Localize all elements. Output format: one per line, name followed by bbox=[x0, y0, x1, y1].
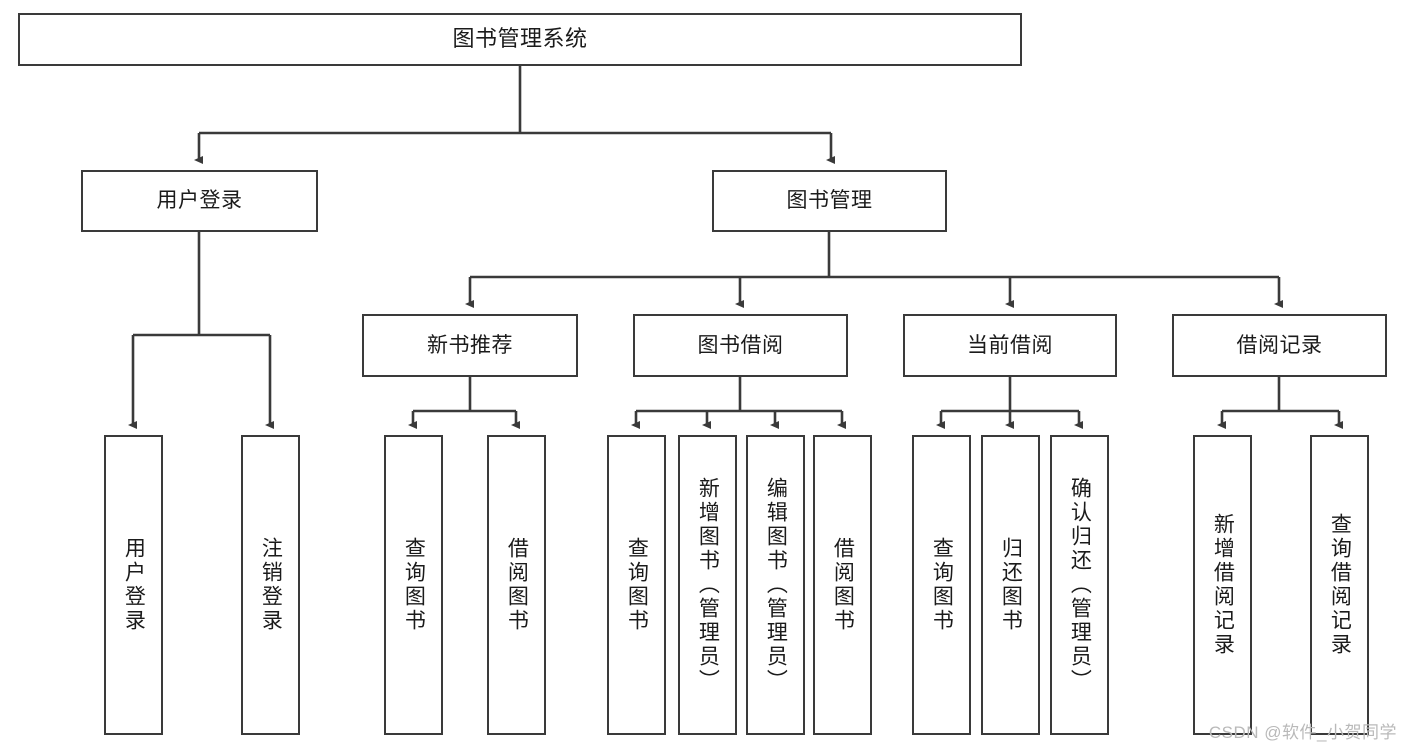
node-book-management[interactable]: 图书管理 bbox=[712, 170, 947, 232]
node-label: 新增借阅记录 bbox=[1211, 513, 1235, 657]
node-label: 借阅记录 bbox=[1236, 333, 1323, 357]
node-user-login[interactable]: 用户登录 bbox=[81, 170, 318, 232]
leaf-new-book-borrow[interactable]: 借阅图书 bbox=[487, 435, 546, 735]
leaf-current-borrow-confirm-return[interactable]: 确认归还（管理员） bbox=[1050, 435, 1109, 735]
csdn-watermark: CSDN @软件_小贺同学 bbox=[1208, 723, 1397, 742]
node-label: 归还图书 bbox=[999, 537, 1023, 633]
leaf-book-borrow-edit[interactable]: 编辑图书（管理员） bbox=[746, 435, 805, 735]
leaf-borrow-record-add[interactable]: 新增借阅记录 bbox=[1193, 435, 1252, 735]
node-label: 当前借阅 bbox=[967, 333, 1053, 357]
leaf-book-borrow-add[interactable]: 新增图书（管理员） bbox=[678, 435, 737, 735]
node-label: 借阅图书 bbox=[831, 537, 855, 633]
leaf-current-borrow-query[interactable]: 查询图书 bbox=[912, 435, 971, 735]
node-label: 查询图书 bbox=[930, 537, 954, 633]
node-label: 新书推荐 bbox=[427, 333, 513, 357]
node-label: 图书管理系统 bbox=[452, 26, 588, 52]
leaf-user-login-login[interactable]: 用户登录 bbox=[104, 435, 163, 735]
node-label: 查询图书 bbox=[625, 537, 649, 633]
node-book-borrow[interactable]: 图书借阅 bbox=[633, 314, 848, 377]
node-label: 借阅图书 bbox=[505, 537, 529, 633]
leaf-book-borrow-query[interactable]: 查询图书 bbox=[607, 435, 666, 735]
node-new-book-recommend[interactable]: 新书推荐 bbox=[362, 314, 578, 377]
node-label: 查询借阅记录 bbox=[1328, 513, 1352, 657]
node-label: 注销登录 bbox=[259, 537, 283, 633]
node-label: 图书管理 bbox=[786, 189, 873, 213]
node-label: 查询图书 bbox=[402, 537, 426, 633]
node-label: 图书借阅 bbox=[697, 333, 784, 357]
leaf-new-book-query[interactable]: 查询图书 bbox=[384, 435, 443, 735]
node-label: 用户登录 bbox=[122, 537, 146, 633]
leaf-book-borrow-borrow[interactable]: 借阅图书 bbox=[813, 435, 872, 735]
leaf-borrow-record-query[interactable]: 查询借阅记录 bbox=[1310, 435, 1369, 735]
node-root-system[interactable]: 图书管理系统 bbox=[18, 13, 1022, 66]
node-current-borrow[interactable]: 当前借阅 bbox=[903, 314, 1117, 377]
leaf-current-borrow-return[interactable]: 归还图书 bbox=[981, 435, 1040, 735]
leaf-user-login-logout[interactable]: 注销登录 bbox=[241, 435, 300, 735]
node-label: 用户登录 bbox=[156, 189, 243, 213]
node-label: 确认归还（管理员） bbox=[1068, 477, 1092, 693]
node-label: 新增图书（管理员） bbox=[696, 477, 720, 693]
node-borrow-record[interactable]: 借阅记录 bbox=[1172, 314, 1387, 377]
node-label: 编辑图书（管理员） bbox=[764, 477, 788, 693]
